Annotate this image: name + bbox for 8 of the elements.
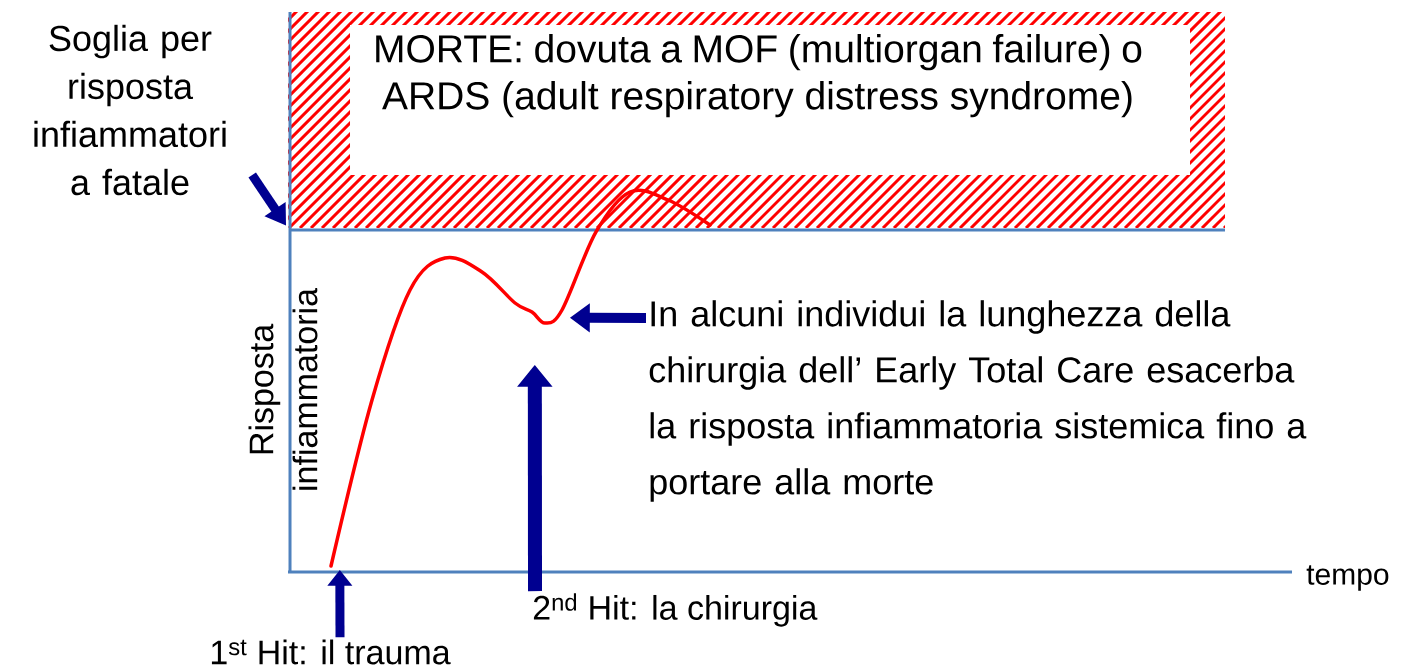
annotation-text: In alcuni individui la lunghezza della chirurgia dell’ Early Total Care esacerba la risposta infiammatoria sistemica fino a portare alla morte bbox=[649, 300, 1307, 502]
death-zone-box: MORTE: dovuta a MOF (multiorgan failure) o ARDS (adult respiratory distress syndrome) bbox=[288, 12, 1225, 228]
hit-label: 2$^{nd}$ Hit: la chirurgia bbox=[533, 593, 818, 627]
threshold-text: Soglia per risposta infiammatori a fatale bbox=[34, 24, 226, 196]
node-label: MORTE: dovuta a MOF (multiorgan failure) o ARDS (adult respiratory distress syndrome) bbox=[376, 34, 1142, 118]
axis-label: tempo bbox=[1306, 565, 1389, 591]
axis-label: Risposta infiammatoria bbox=[248, 288, 318, 490]
hit-label: 1$^{st}$ Hit: il trauma bbox=[211, 639, 451, 665]
